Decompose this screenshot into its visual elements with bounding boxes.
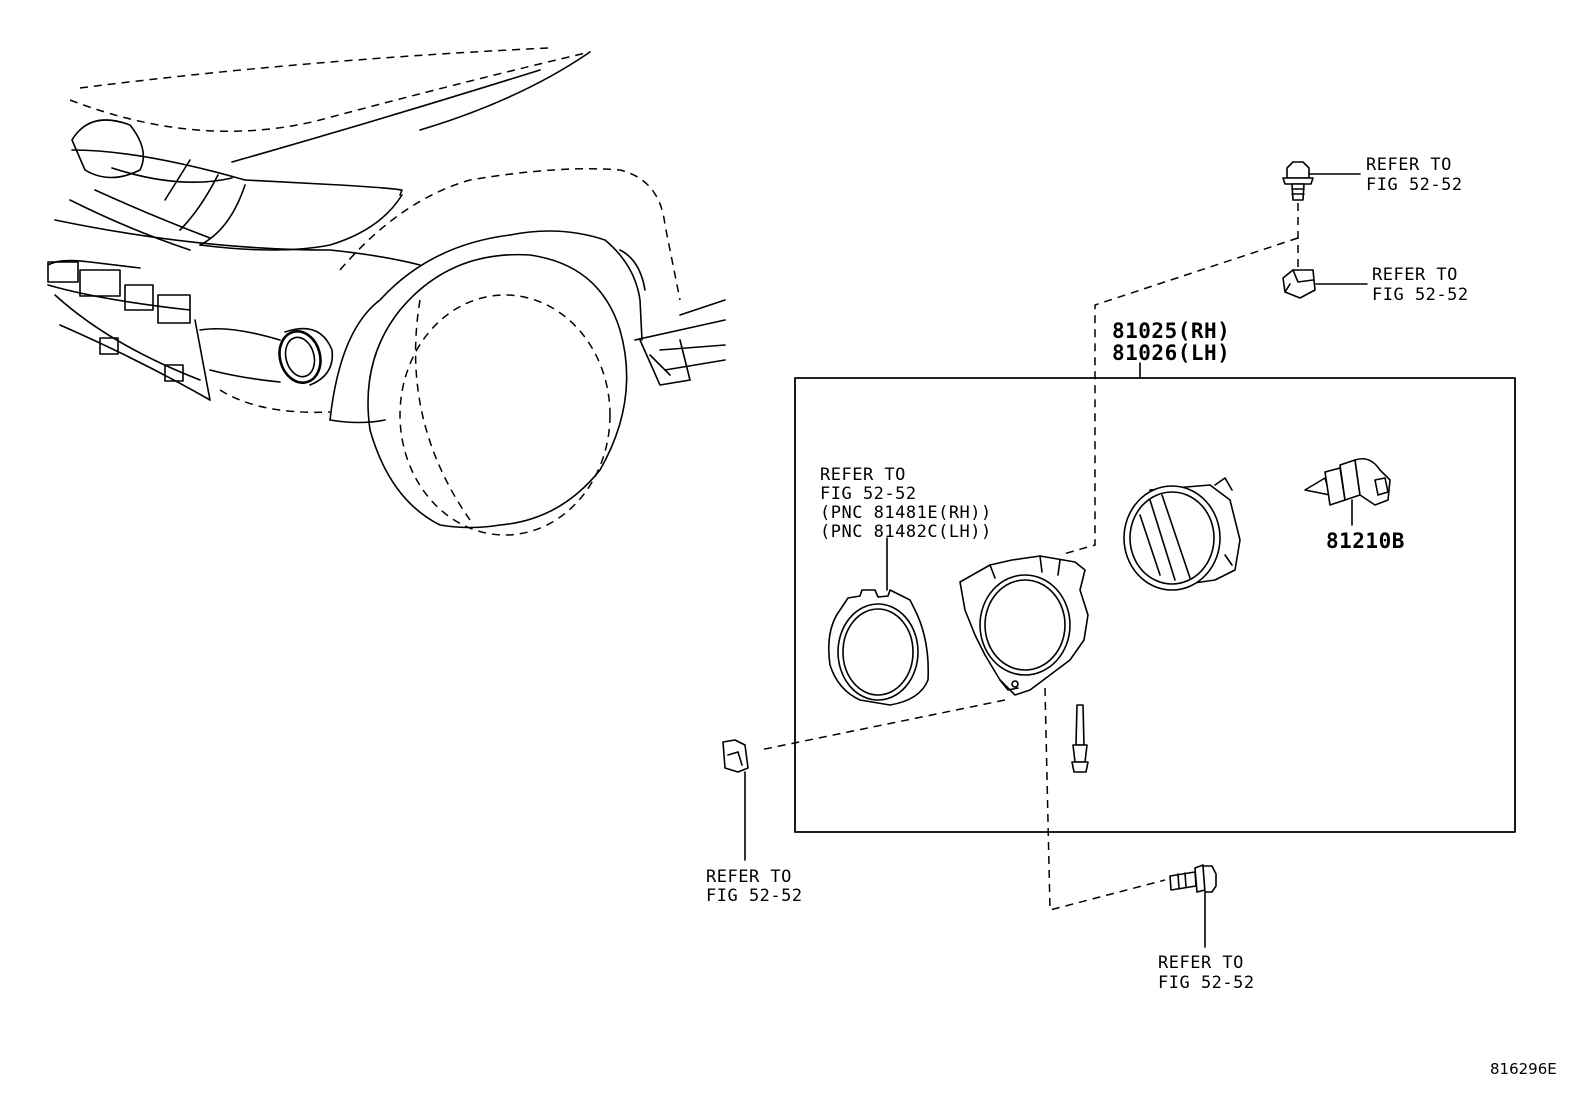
assembly-box [794,377,1516,833]
bottom-bolt-icon [1169,864,1217,893]
svg-text:FIG 52-52: FIG 52-52 [1372,285,1469,305]
svg-text:REFER TO: REFER TO [706,867,792,887]
fog-lamp-unit-icon [1123,477,1241,591]
svg-text:FIG 52-52: FIG 52-52 [706,886,803,906]
top-bolt-icon [1282,161,1314,201]
illustration-id: 816296E [1490,1060,1557,1078]
svg-text:FIG 52-52: FIG 52-52 [1366,175,1463,195]
vehicle-front-illustration [47,47,726,536]
assembly-part-number: 81025(RH) 81026(LH) [1112,319,1230,365]
svg-text:REFER TO: REFER TO [820,465,906,485]
svg-text:FIG 52-52: FIG 52-52 [1158,973,1255,993]
left-clip-label: REFER TO FIG 52-52 [706,867,803,906]
top-clip-icon [1282,269,1316,299]
left-clip-icon [722,739,749,773]
bulb-icon [1304,457,1391,506]
adjust-screw-icon [1071,704,1089,773]
svg-text:(PNC 81481E(RH)): (PNC 81481E(RH)) [820,503,992,523]
bottom-bolt-label: REFER TO FIG 52-52 [1158,953,1255,993]
top-clip-label: REFER TO FIG 52-52 [1372,265,1469,305]
gasket-reference-label: REFER TO FIG 52-52 (PNC 81481E(RH)) (PNC… [820,465,992,542]
svg-text:REFER TO: REFER TO [1372,265,1458,285]
svg-text:REFER TO: REFER TO [1158,953,1244,973]
gasket-icon [827,589,930,706]
bracket-icon [959,555,1089,696]
top-bolt-label: REFER TO FIG 52-52 [1366,155,1463,195]
svg-text:REFER TO: REFER TO [1366,155,1452,175]
svg-text:(PNC 81482C(LH)): (PNC 81482C(LH)) [820,522,992,542]
svg-text:81026(LH): 81026(LH) [1112,341,1230,365]
svg-text:81025(RH): 81025(RH) [1112,319,1230,343]
bulb-part-number: 81210B [1326,529,1405,553]
svg-text:FIG 52-52: FIG 52-52 [820,484,917,504]
